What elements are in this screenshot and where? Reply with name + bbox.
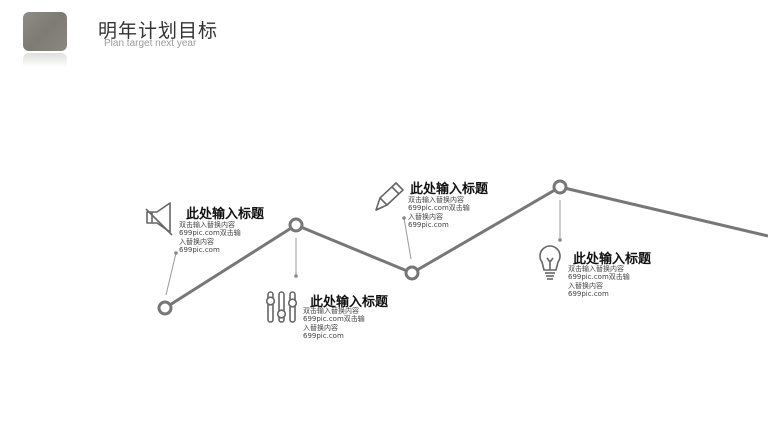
page-subtitle: Plan target next year [104, 38, 197, 49]
connector-3 [403, 217, 412, 260]
timeline-node-3 [404, 265, 420, 281]
item-4-title: 此处输入标题 [573, 252, 652, 267]
speaker-icon [145, 202, 173, 236]
pencil-icon [375, 182, 404, 211]
timeline-node-4 [552, 179, 568, 195]
item-3-title: 此处输入标题 [410, 182, 489, 197]
logo-reflection [23, 53, 67, 67]
item-4-body: 双击输入替换内容 699pic.com双击输 入替换内容 699pic.com [568, 265, 630, 298]
item-1-body: 双击输入替换内容 699pic.com双击输 入替换内容 699pic.com [179, 221, 241, 254]
sliders-icon [265, 291, 298, 323]
page-title: 明年计划目标 [98, 20, 219, 42]
item-2-title: 此处输入标题 [310, 295, 389, 310]
lightbulb-icon [539, 245, 561, 280]
item-1-title: 此处输入标题 [186, 207, 265, 222]
connector-1 [165, 252, 177, 296]
timeline-node-1 [157, 300, 173, 316]
logo-box [23, 12, 67, 51]
item-2-body: 双击输入替换内容 699pic.com双击输 入替换内容 699pic.com [303, 307, 365, 340]
item-3-body: 双击输入替换内容 699pic.com双击输 入替换内容 699pic.com [408, 196, 470, 229]
timeline-node-2 [288, 217, 304, 233]
